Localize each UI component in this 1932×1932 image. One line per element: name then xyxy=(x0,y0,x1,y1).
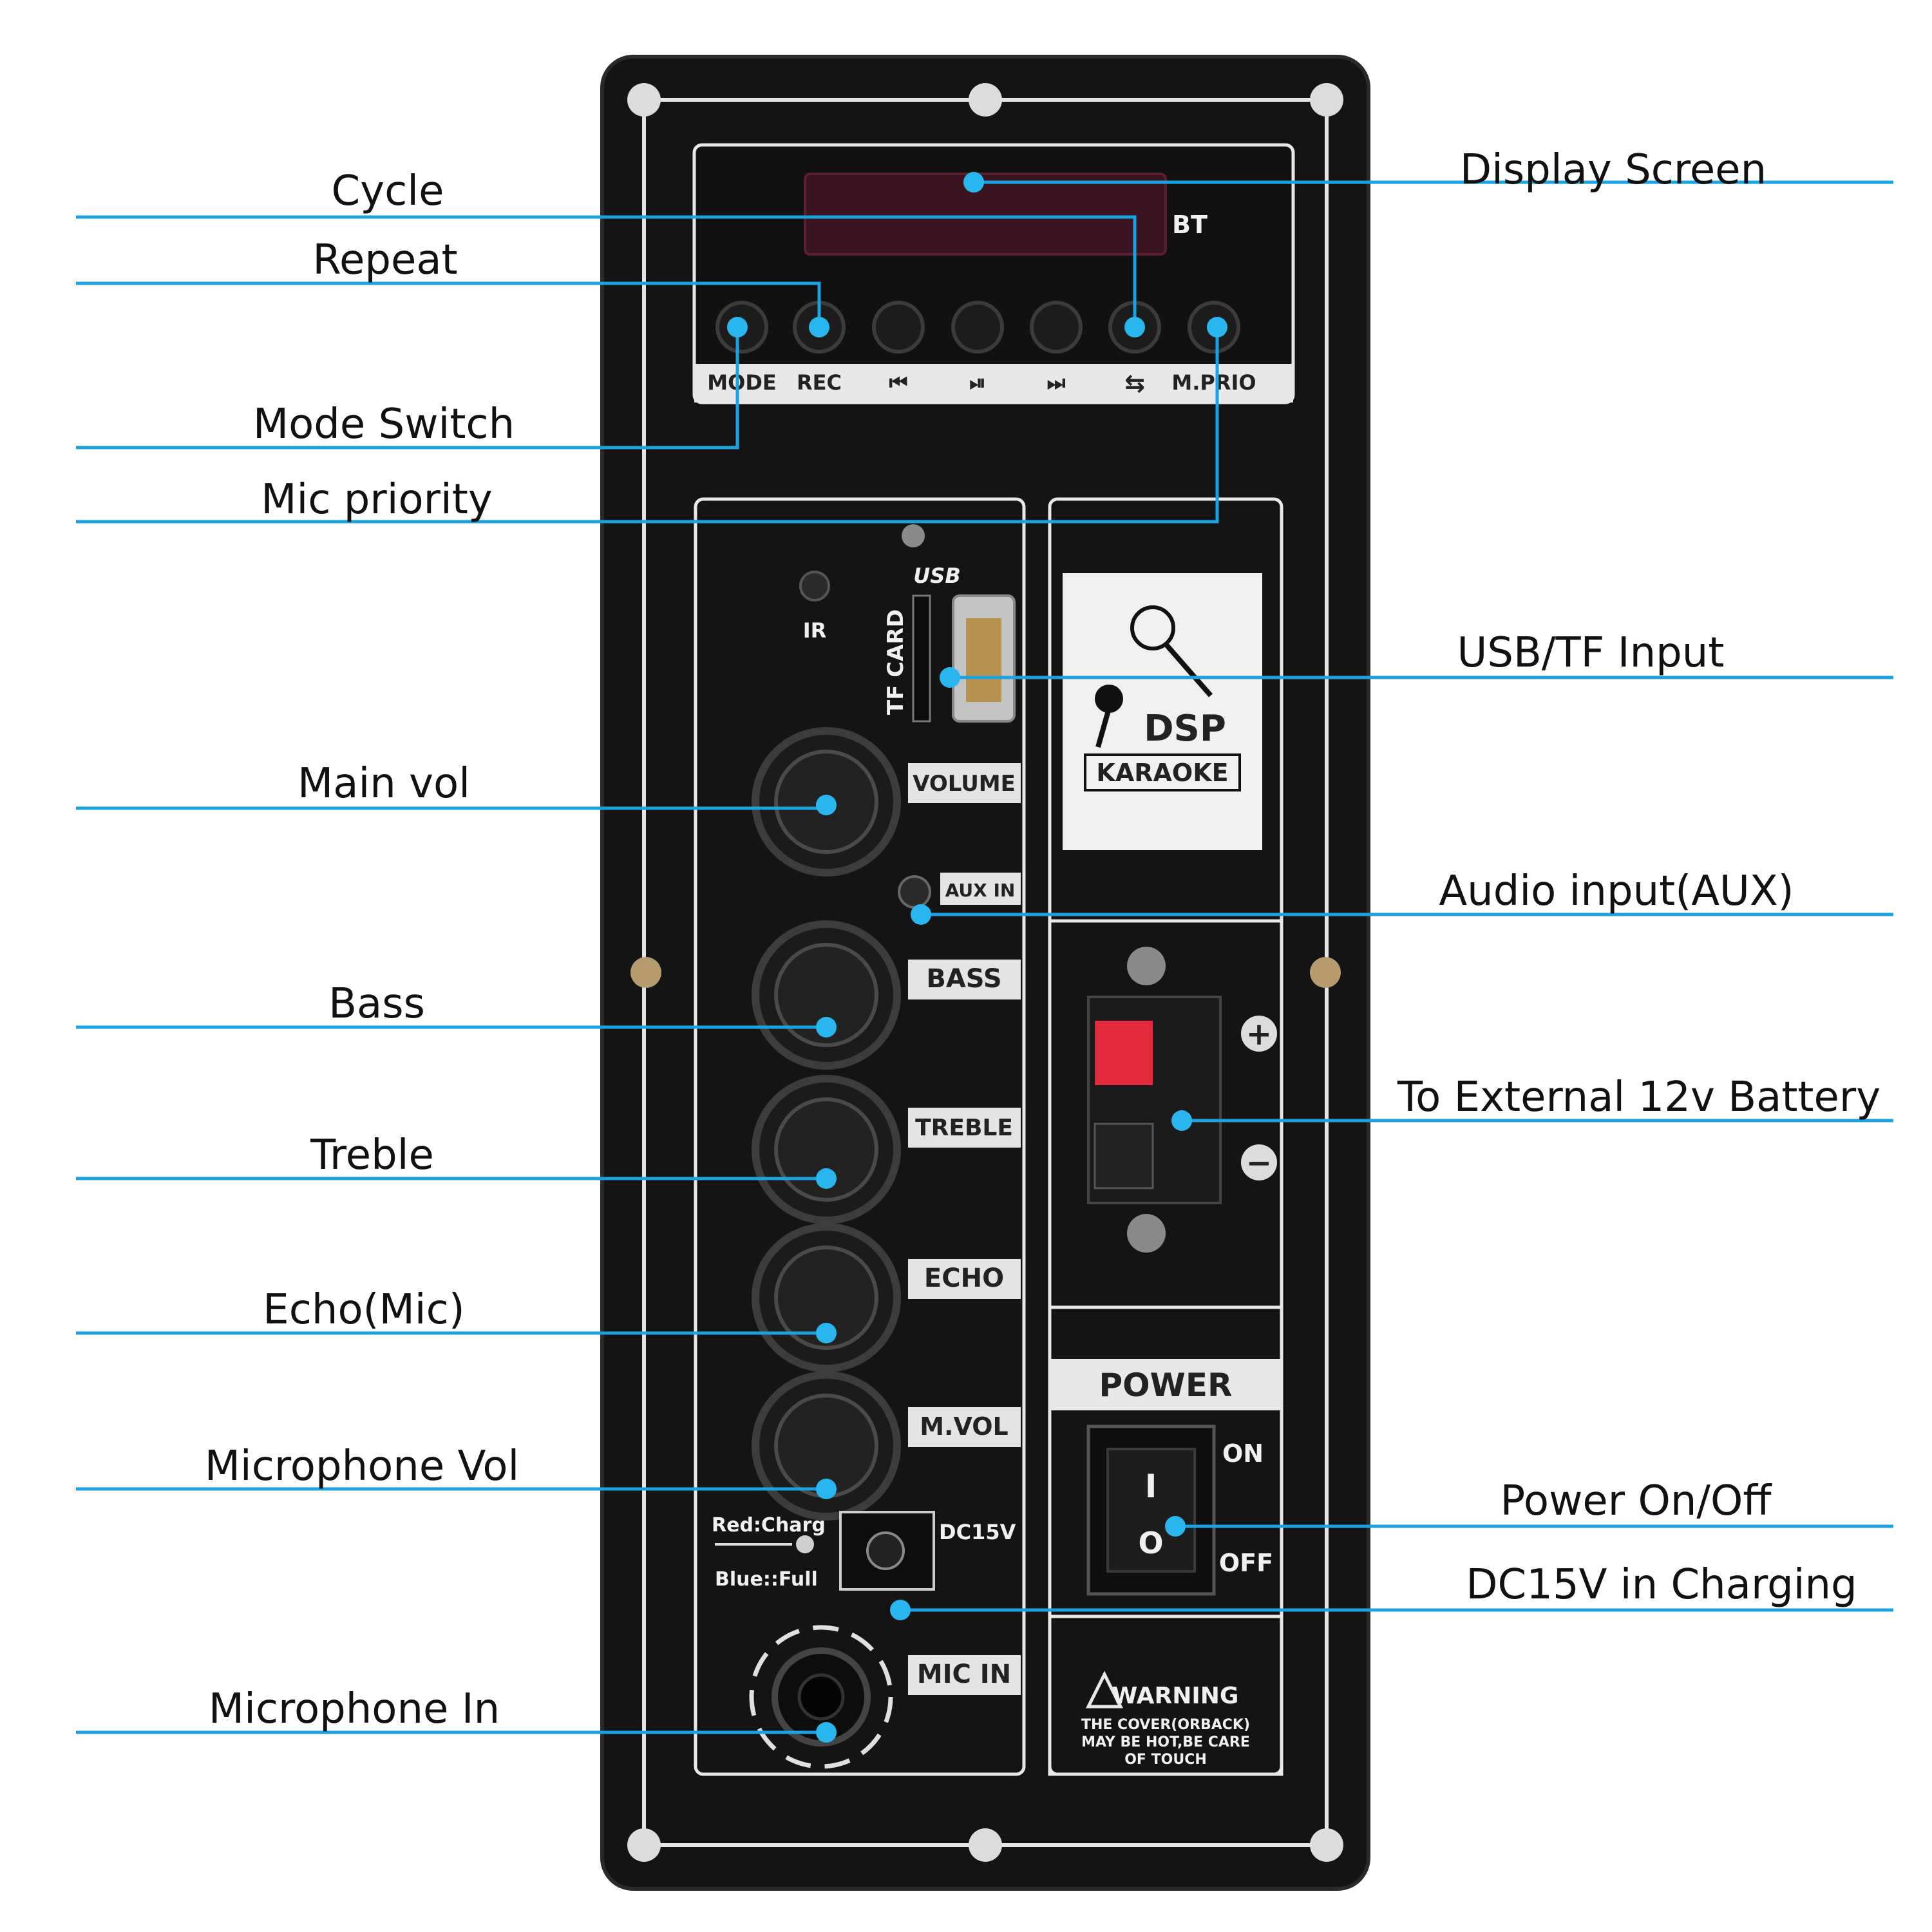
echo-knob[interactable] xyxy=(752,1223,901,1372)
callout-microphone-vol: Microphone Vol xyxy=(205,1443,520,1490)
rec-label: REC xyxy=(797,370,842,395)
callout-dc15v-charging: DC15V in Charging xyxy=(1466,1561,1857,1609)
mic-volume-knob[interactable] xyxy=(752,1371,901,1520)
bass-label: BASS xyxy=(926,964,1001,994)
repeat-cycle-icon: ⇆ xyxy=(1124,369,1145,397)
charge-blue-label: Blue::Full xyxy=(715,1568,818,1591)
next-button[interactable] xyxy=(1030,301,1083,354)
warning-line-3: OF TOUCH xyxy=(1124,1752,1207,1768)
callout-microphone-in: Microphone In xyxy=(209,1685,500,1733)
on-label: ON xyxy=(1222,1439,1264,1468)
callout-bass: Bass xyxy=(328,980,425,1028)
play-pause-button[interactable] xyxy=(951,301,1004,354)
callout-external-battery: To External 12v Battery xyxy=(1397,1074,1880,1121)
left-callouts: Cycle Repeat Mode Switch Mic priority Ma… xyxy=(76,167,1227,1743)
display-section: BT xyxy=(692,143,1295,404)
switch-off-mark: O xyxy=(1138,1526,1163,1560)
bass-knob[interactable] xyxy=(752,920,901,1070)
warning-line-1: THE COVER(ORBACK) xyxy=(1081,1717,1250,1733)
mprio-label: M.PRIO xyxy=(1171,370,1256,395)
right-control-column: DSP KARAOKE + − POWER I O ON OFF WARNING… xyxy=(1048,497,1283,1776)
display-screen xyxy=(804,173,1167,256)
minus-icon: − xyxy=(1246,1145,1272,1181)
karaoke-label: KARAOKE xyxy=(1096,759,1228,787)
aux-in-label: AUX IN xyxy=(945,880,1016,901)
play-pause-icon: ⏯ xyxy=(969,370,986,395)
warning-title: WARNING xyxy=(1112,1683,1239,1709)
tf-card-label: TF CARD xyxy=(883,609,909,715)
usb-label: USB xyxy=(913,564,960,588)
off-label: OFF xyxy=(1219,1549,1273,1577)
callout-repeat: Repeat xyxy=(312,236,457,284)
callout-echo-mic: Echo(Mic) xyxy=(263,1286,464,1334)
callout-usb-tf-input: USB/TF Input xyxy=(1457,629,1725,677)
charge-led xyxy=(796,1535,814,1553)
callout-cycle: Cycle xyxy=(332,167,444,215)
mic-in-label: MIC IN xyxy=(917,1660,1011,1689)
callout-main-vol: Main vol xyxy=(298,760,470,808)
charge-red-label: Red:Charg xyxy=(712,1514,826,1537)
callout-mic-priority: Mic priority xyxy=(261,476,492,524)
aux-jack[interactable] xyxy=(898,875,931,909)
switch-on-mark: I xyxy=(1145,1468,1157,1505)
treble-label: TREBLE xyxy=(915,1115,1013,1141)
callout-mode-switch: Mode Switch xyxy=(253,401,515,448)
ir-label: IR xyxy=(803,618,827,643)
callout-display-screen: Display Screen xyxy=(1460,146,1766,194)
bluetooth-icon: BT xyxy=(1172,211,1208,239)
plus-icon: + xyxy=(1246,1016,1272,1052)
prev-button[interactable] xyxy=(872,301,925,354)
treble-knob[interactable] xyxy=(752,1075,901,1224)
power-label: POWER xyxy=(1099,1367,1233,1404)
dsp-label: DSP xyxy=(1144,708,1226,750)
dsp-karaoke-card xyxy=(1063,573,1262,850)
prev-icon: ⏮ xyxy=(889,370,908,395)
left-control-column: IR USB TF CARD VOLUME AUX IN BASS TREBLE xyxy=(694,497,1026,1776)
next-icon: ⏭ xyxy=(1047,370,1066,395)
mode-label: MODE xyxy=(707,370,776,395)
echo-label: ECHO xyxy=(924,1264,1004,1293)
warning-line-2: MAY BE HOT,BE CARE xyxy=(1081,1734,1250,1750)
mvol-label: M.VOL xyxy=(920,1412,1009,1441)
microphone-icon xyxy=(1130,605,1175,650)
negative-terminal[interactable] xyxy=(1094,1122,1154,1189)
tf-card-slot[interactable] xyxy=(912,594,931,723)
dc15v-label: DC15V xyxy=(939,1520,1016,1544)
callout-treble: Treble xyxy=(310,1132,434,1179)
ir-sensor xyxy=(799,571,830,601)
warning-triangle-icon xyxy=(1085,1671,1124,1709)
callout-power-on-off: Power On/Off xyxy=(1501,1477,1773,1525)
right-callouts: Display Screen USB/TF Input Audio input(… xyxy=(890,146,1893,1620)
callout-audio-input-aux: Audio input(AUX) xyxy=(1439,867,1794,915)
mic-in-jack[interactable] xyxy=(749,1625,893,1769)
positive-terminal[interactable] xyxy=(1095,1021,1153,1085)
volume-label: VOLUME xyxy=(913,771,1016,797)
